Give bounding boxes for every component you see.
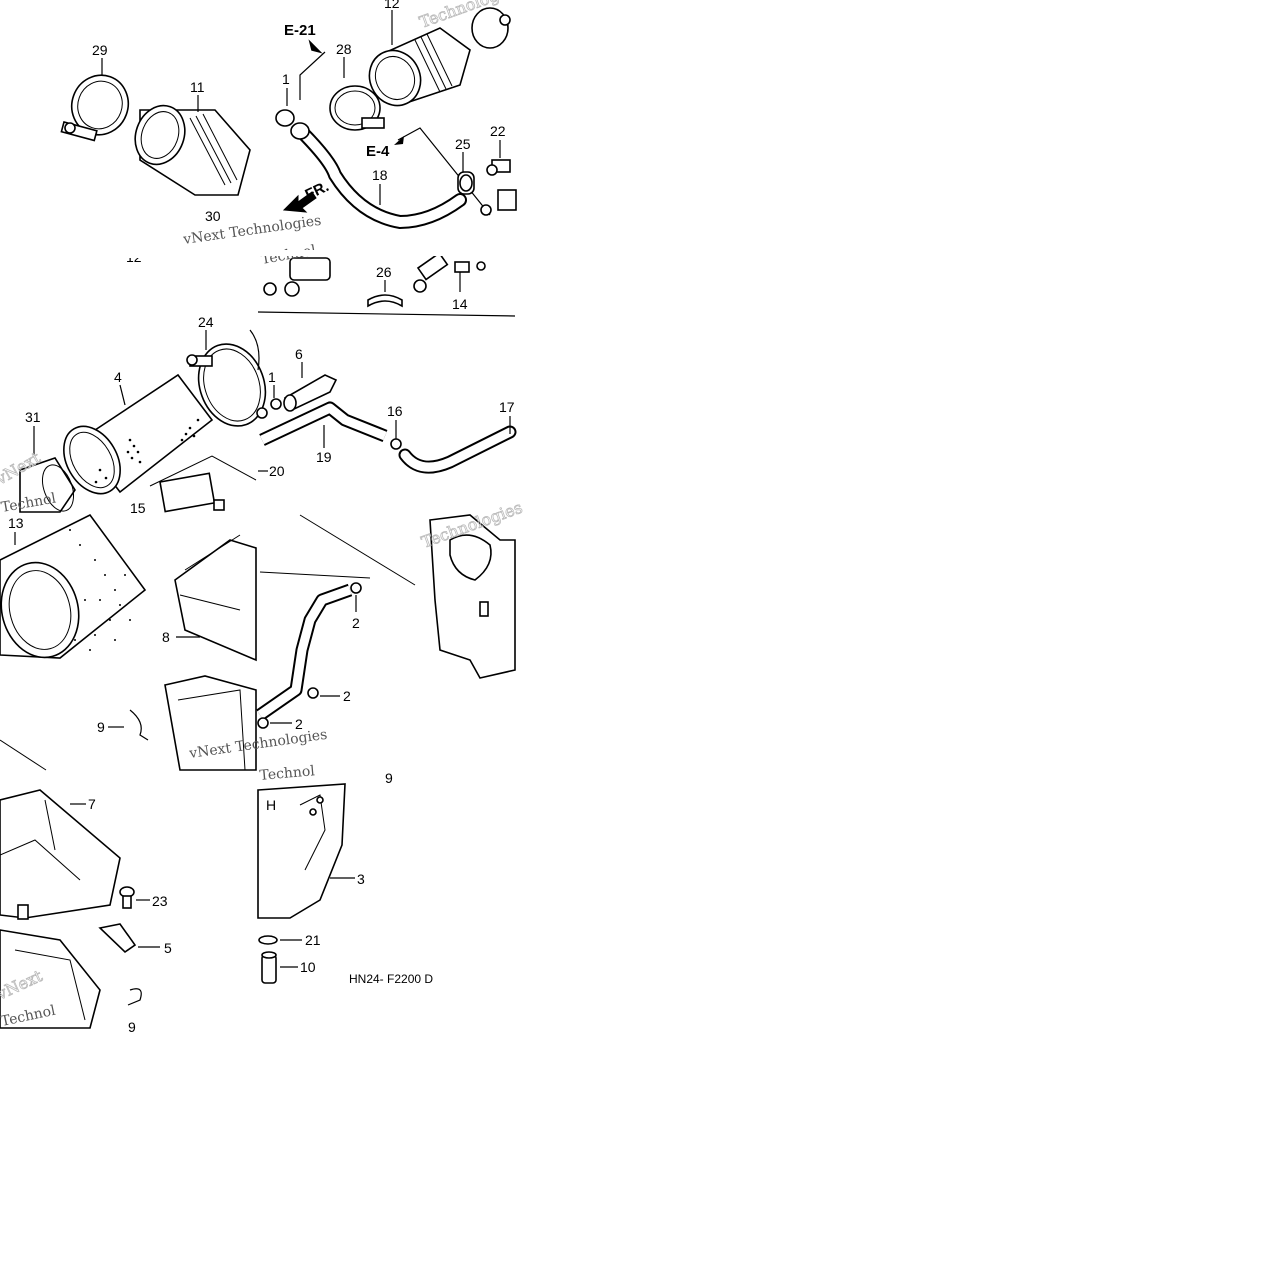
svg-text:H: H (266, 797, 276, 813)
foam-filter-13 (0, 513, 147, 659)
label-e21: E-21 (284, 22, 316, 39)
callout-9a: 9 (97, 719, 105, 735)
callout-23: 23 (152, 893, 168, 909)
clip-2b (307, 687, 319, 699)
callout-2a: 2 (352, 615, 360, 631)
callout-16: 16 (387, 403, 403, 419)
hose-clamp-29 (60, 74, 130, 142)
joint-fragment (480, 189, 517, 216)
callout-26: 26 (376, 264, 392, 280)
grommet-25 (457, 171, 475, 195)
label-e4: E-4 (366, 143, 390, 160)
front-arrow (282, 191, 317, 213)
clip-5 (98, 923, 137, 954)
clip-2c (257, 717, 269, 729)
hose-26 (367, 294, 403, 308)
callout-3: 3 (357, 871, 365, 887)
callout-17: 17 (499, 399, 515, 415)
callout-31: 31 (25, 409, 41, 425)
air-box-side (429, 514, 516, 679)
tile-mid-left: 24 4 31 vNext (0, 314, 267, 516)
sensor-15 (159, 472, 225, 513)
adapter-31 (19, 457, 76, 513)
tee-joint (263, 257, 331, 297)
tile-separators (0, 250, 515, 258)
screw-23 (119, 886, 135, 909)
callout-9b: 9 (128, 1019, 136, 1035)
plug-6 (283, 374, 338, 412)
tile-lower-right: 2 2 2 Technologies (256, 497, 525, 732)
callout-14: 14 (452, 296, 468, 312)
diagram-code: HN24- F2200 D (349, 972, 433, 986)
callout-11: 11 (190, 79, 205, 95)
callout-18: 18 (372, 167, 388, 183)
clip-2a (350, 582, 362, 594)
air-box-lower (164, 675, 257, 771)
callout-25: 25 (455, 136, 471, 152)
callout-8: 8 (162, 629, 170, 645)
filter-element-4 (63, 373, 214, 495)
callout-28: 28 (336, 41, 352, 57)
callout-1a: 1 (282, 71, 290, 87)
bolt-22 (486, 159, 511, 176)
watermark-text: vNext Technologies (181, 213, 322, 248)
air-box-bottom (0, 929, 101, 1029)
clip-1b (270, 398, 282, 410)
callout-2c: 2 (295, 716, 303, 732)
callout-21: 21 (305, 932, 321, 948)
clip-21 (258, 935, 278, 945)
callout-22: 22 (490, 123, 506, 139)
hose-clamp-28 (329, 85, 385, 131)
case-cover-8 (174, 534, 257, 662)
clip-16 (390, 438, 402, 450)
callout-10: 10 (300, 959, 316, 975)
intake-boot-12 (368, 7, 511, 107)
tile-top-left: 29 11 30 vNext Technologies 12 (60, 42, 322, 265)
bolt-14 (454, 261, 486, 273)
callout-30: 30 (205, 208, 221, 224)
clip-9b (127, 988, 142, 1006)
tile-mid-right: 6 1 19 16 17 20 (256, 346, 517, 479)
callout-12: 12 (384, 0, 400, 11)
tile-bottom-left: 7 23 5 9 vNext Technol (0, 789, 172, 1035)
side-cover-3: H (257, 783, 346, 919)
callout-20: 20 (269, 463, 285, 479)
top-cover-7 (0, 789, 121, 920)
callout-4: 4 (114, 369, 122, 385)
callout-6: 6 (295, 346, 303, 362)
tile-bottom-right: 9 H 3 21 10 HN24- F2200 D Technol (257, 763, 433, 986)
callout-13b: 13 (8, 515, 24, 531)
tile-top-right: 12 E-21 28 1 18 (275, 0, 523, 230)
drain-tube-10 (261, 951, 277, 984)
callout-24: 24 (198, 314, 214, 330)
callout-19: 19 (316, 449, 332, 465)
watermark-technol-right: Technol (259, 763, 316, 784)
clip-9a (129, 709, 149, 741)
clip-1a (275, 109, 295, 127)
connector-pipe (413, 251, 449, 293)
band-clamp-24 (186, 343, 267, 427)
callout-9c: 9 (385, 770, 393, 786)
label-front: FR. (303, 178, 332, 204)
callout-2b: 2 (343, 688, 351, 704)
callout-7: 7 (88, 796, 96, 812)
callout-15: 15 (130, 500, 146, 516)
callout-5: 5 (164, 940, 172, 956)
air-tube-11 (134, 104, 251, 196)
tile-lower-left: 13 8 9 vNext Tech (0, 513, 328, 771)
callout-1b: 1 (268, 369, 276, 385)
callout-29: 29 (92, 42, 108, 58)
